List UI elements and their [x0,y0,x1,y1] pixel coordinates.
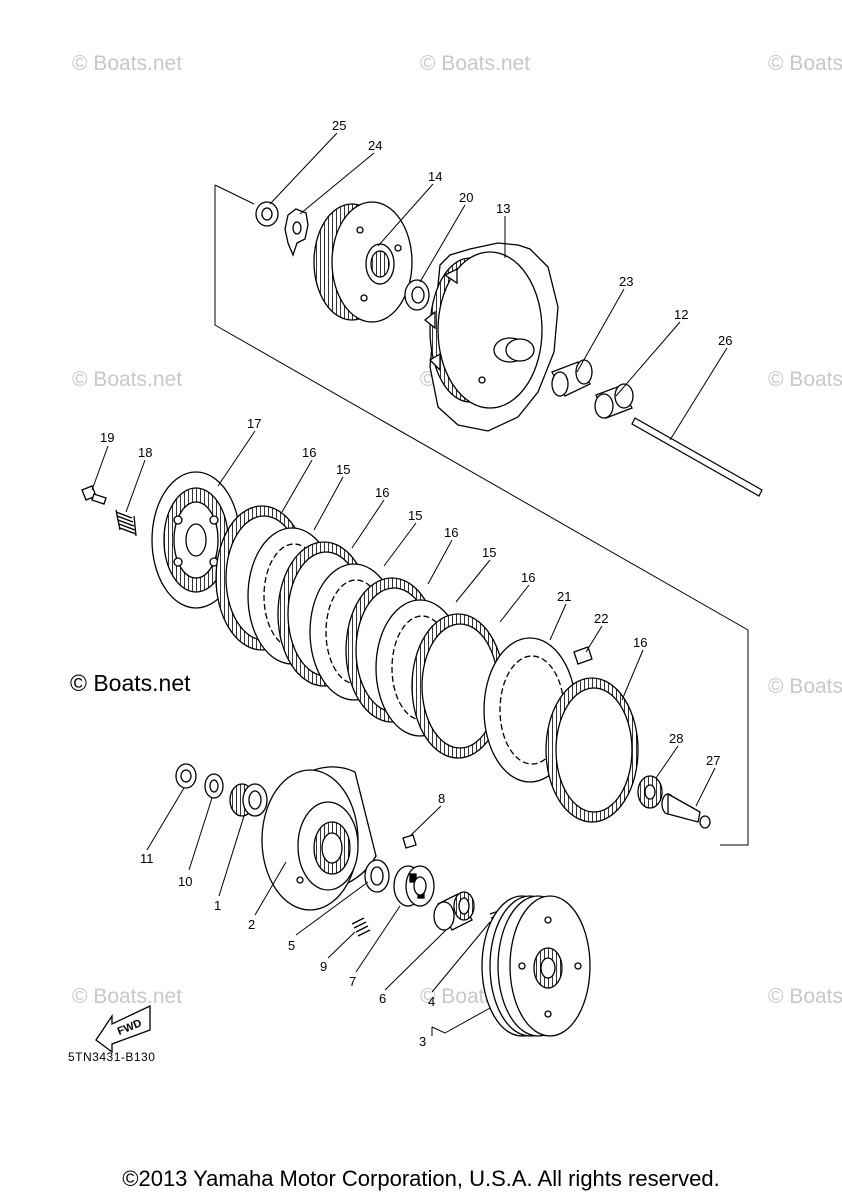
part-bolt-19 [81,485,107,505]
part-push-rod-26 [631,417,763,497]
watermark: © Boats.net [768,368,842,391]
part-clutch-assembly-3 [481,895,591,1037]
watermark: © Boats.net [768,675,842,698]
callout-19: 19 [100,430,114,445]
callout-2: 2 [248,917,255,932]
diagram-code: 5TN3431-B130 [68,1050,156,1064]
callout-13: 13 [496,201,510,216]
callout-1: 1 [214,898,221,913]
callout-16: 16 [444,525,458,540]
part-lock-washer-24 [284,208,309,257]
watermark: © Boats.net [72,985,183,1008]
callout-18: 18 [138,445,152,460]
callout-9: 9 [320,959,327,974]
part-nut-11 [175,763,197,789]
part-spring-9 [351,917,371,937]
callout-16: 16 [302,445,316,460]
callout-17: 17 [247,416,261,431]
callout-28: 28 [669,731,683,746]
part-push-rod-27 [661,792,711,829]
callout-15: 15 [482,545,496,560]
part-clutch-housing-13 [423,242,559,432]
part-pressure-plate-17 [151,471,241,609]
watermark: © Boats.net [768,52,842,75]
watermark: © Boats.net [768,985,842,1008]
part-washer-10 [204,773,224,799]
forward-arrow-icon: FWD [95,1004,151,1054]
callout-15: 15 [336,462,350,477]
callout-12: 12 [674,307,688,322]
callout-27: 27 [706,753,720,768]
callout-23: 23 [619,274,633,289]
part-clutch-drum-2 [261,766,377,911]
part-thrust-washer-20 [404,279,430,311]
part-pin-8 [402,834,417,849]
watermark: © Boats.net [72,368,183,391]
callout-8: 8 [438,791,445,806]
callout-20: 20 [459,190,473,205]
part-bushing-23 [551,359,593,397]
part-one-way-clutch-7 [393,865,435,907]
callout-3: 3 [419,1034,426,1049]
callout-4: 4 [428,994,435,1009]
callout-24: 24 [368,138,382,153]
part-pin-22 [573,646,593,665]
copyright-notice: ©2013 Yamaha Motor Corporation, U.S.A. A… [122,1166,720,1191]
part-needle-bearing-6 [433,891,475,931]
part-clutch-boss-14 [313,201,413,323]
part-bearing-28 [637,775,663,809]
part-collar-1 [229,783,268,817]
part-nut-25 [255,201,279,227]
callout-16: 16 [375,485,389,500]
callout-numbers: 25 24 14 20 13 23 12 26 19 18 17 16 15 1… [100,118,732,1049]
callout-11: 11 [140,851,154,866]
part-washer-5 [364,859,390,893]
callout-25: 25 [332,118,346,133]
watermark: © Boats.net [72,52,183,75]
part-friction-plate-16 [545,677,639,823]
callout-10: 10 [178,874,192,889]
callout-15: 15 [408,508,422,523]
callout-16: 16 [633,635,647,650]
part-spacer-12 [594,383,634,419]
callout-7: 7 [349,974,356,989]
leader-lines [91,132,728,1036]
callout-16: 16 [521,570,535,585]
watermark-main: © Boats.net [70,670,191,696]
callout-26: 26 [718,333,732,348]
callout-5: 5 [288,938,295,953]
watermark: © Boats.net [420,52,531,75]
callout-21: 21 [557,589,571,604]
part-spring-18 [115,509,137,537]
callout-22: 22 [594,611,608,626]
callout-14: 14 [428,169,442,184]
assembly-frame [214,184,749,846]
part-friction-plate-16 [411,613,505,759]
callout-6: 6 [379,991,386,1006]
